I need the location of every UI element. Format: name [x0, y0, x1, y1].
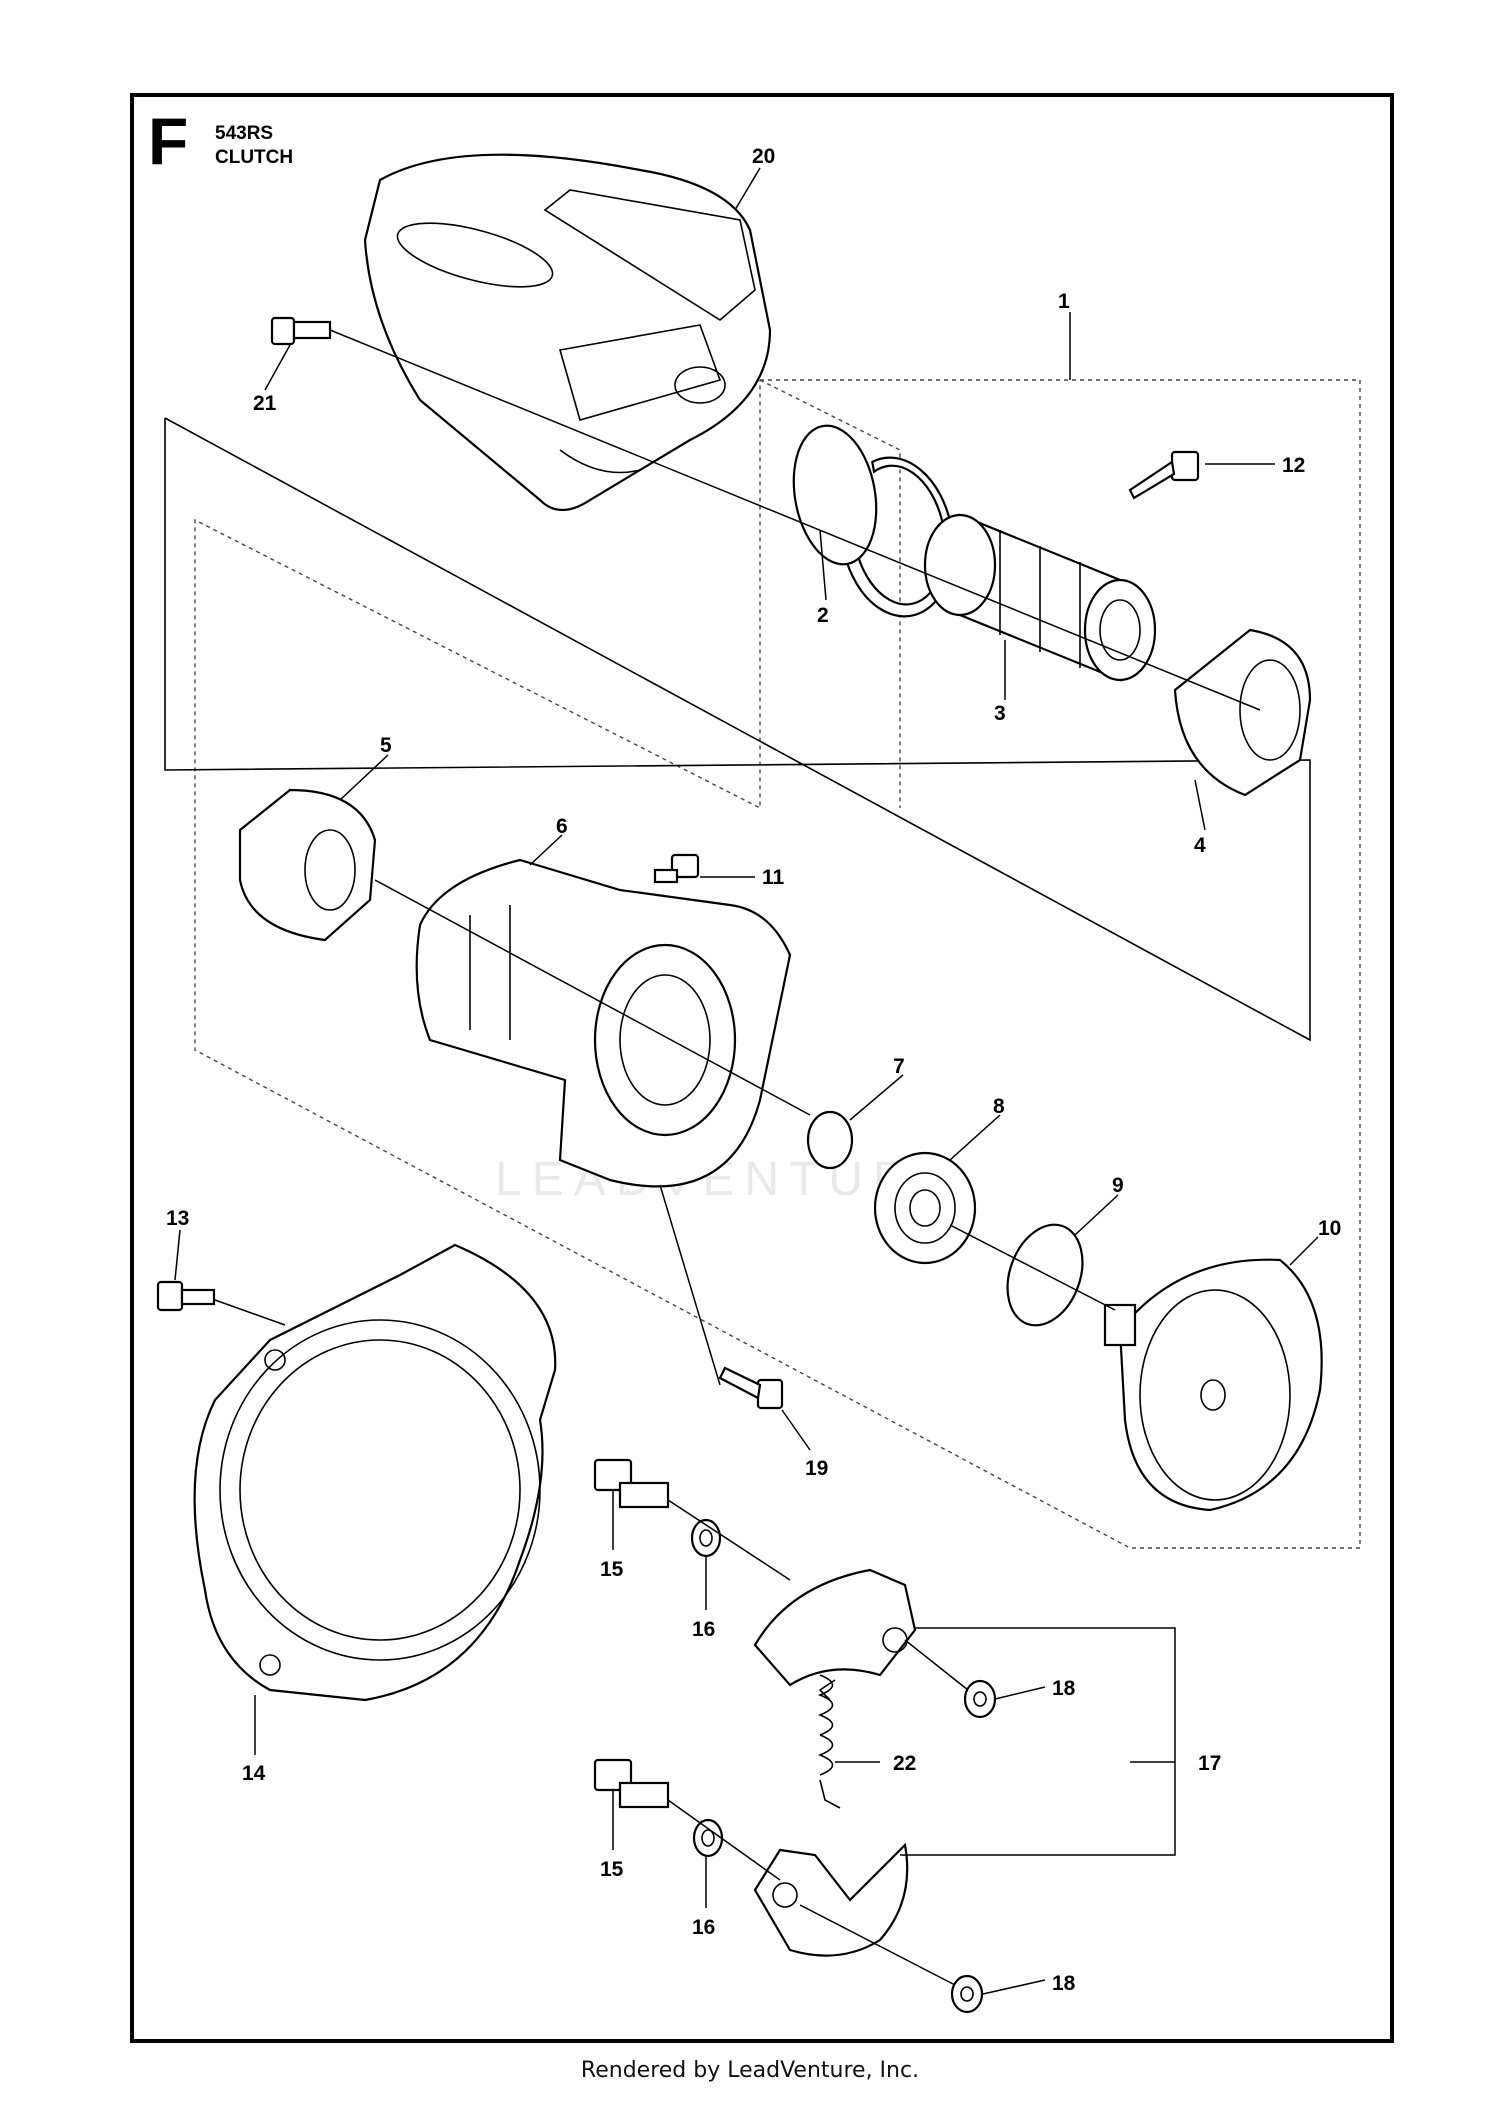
part-15-shoulder-bolt-upper	[593, 1458, 670, 1509]
part-3-bearing-cage	[923, 513, 1157, 682]
part-8-bearing	[873, 1151, 977, 1265]
exploded-axis-box	[164, 417, 1311, 1042]
part-21-screw	[270, 316, 332, 346]
part-18-washer-lower	[950, 1974, 984, 2014]
part-9-circlip	[1006, 1223, 1084, 1327]
model-title: 543RS CLUTCH	[215, 122, 293, 170]
diagram-frame	[130, 93, 1394, 2043]
callout-13: 13	[166, 1207, 189, 1230]
callout-7: 7	[893, 1055, 905, 1078]
assembly-name: CLUTCH	[215, 146, 294, 168]
section-letter: F	[148, 104, 189, 178]
callout-1: 1	[1058, 290, 1070, 313]
part-18-washer-upper	[963, 1679, 997, 1719]
callout-6: 6	[556, 815, 568, 838]
part-22-spring	[817, 1674, 841, 1809]
part-20-clutch-cover	[363, 153, 772, 512]
callout-22: 22	[893, 1752, 916, 1775]
callout-21: 21	[253, 392, 277, 415]
callout-3: 3	[994, 702, 1006, 725]
part-17-clutch-shoe-upper	[753, 1568, 917, 1687]
callout-16-lower: 16	[692, 1916, 715, 1939]
callout-4: 4	[1194, 834, 1206, 857]
leader-lines	[174, 167, 1319, 1995]
callout-14: 14	[242, 1762, 266, 1785]
part-19-screw	[718, 1366, 784, 1410]
callout-labels: 1 2 3 4 5 6 7 8 9 10 11 12 13 14 15 16 1…	[166, 145, 1341, 1995]
callout-18-lower: 18	[1052, 1972, 1076, 1995]
part-7-circlip	[806, 1110, 854, 1170]
part-5-clamp-nut	[238, 788, 377, 942]
part-13-screw	[156, 1280, 216, 1312]
callout-2: 2	[817, 604, 829, 627]
callout-5: 5	[380, 734, 392, 757]
part-4-clamp-ring	[1173, 628, 1312, 797]
callout-17: 17	[1198, 1752, 1221, 1775]
subassembly-inner-boundary	[759, 379, 901, 808]
callout-19: 19	[805, 1457, 828, 1480]
part-14-crankcase-housing	[193, 1243, 557, 1702]
model-number: 543RS	[215, 123, 274, 144]
callout-11: 11	[762, 866, 785, 889]
callout-20: 20	[752, 145, 775, 168]
part-17-clutch-shoe-lower	[753, 1842, 909, 1957]
callout-15-lower: 15	[600, 1858, 624, 1881]
callout-18-upper: 18	[1052, 1677, 1076, 1700]
subassembly-1-boundary	[194, 379, 1361, 1549]
callout-9: 9	[1112, 1174, 1124, 1197]
part-12-screw	[1128, 450, 1200, 500]
callout-8: 8	[993, 1095, 1005, 1118]
part-10-clutch-drum	[1103, 1258, 1323, 1512]
part-16-washer-lower	[692, 1818, 724, 1858]
footer-credit: Rendered by LeadVenture, Inc.	[580, 2058, 920, 2083]
part-6-clutch-housing	[415, 858, 792, 1188]
part-11-screw	[653, 853, 700, 884]
callout-16-upper: 16	[692, 1618, 715, 1641]
callout-10: 10	[1318, 1217, 1341, 1240]
callout-15-upper: 15	[600, 1558, 624, 1581]
callout-12: 12	[1282, 454, 1305, 477]
part-15-shoulder-bolt-lower	[593, 1758, 670, 1809]
